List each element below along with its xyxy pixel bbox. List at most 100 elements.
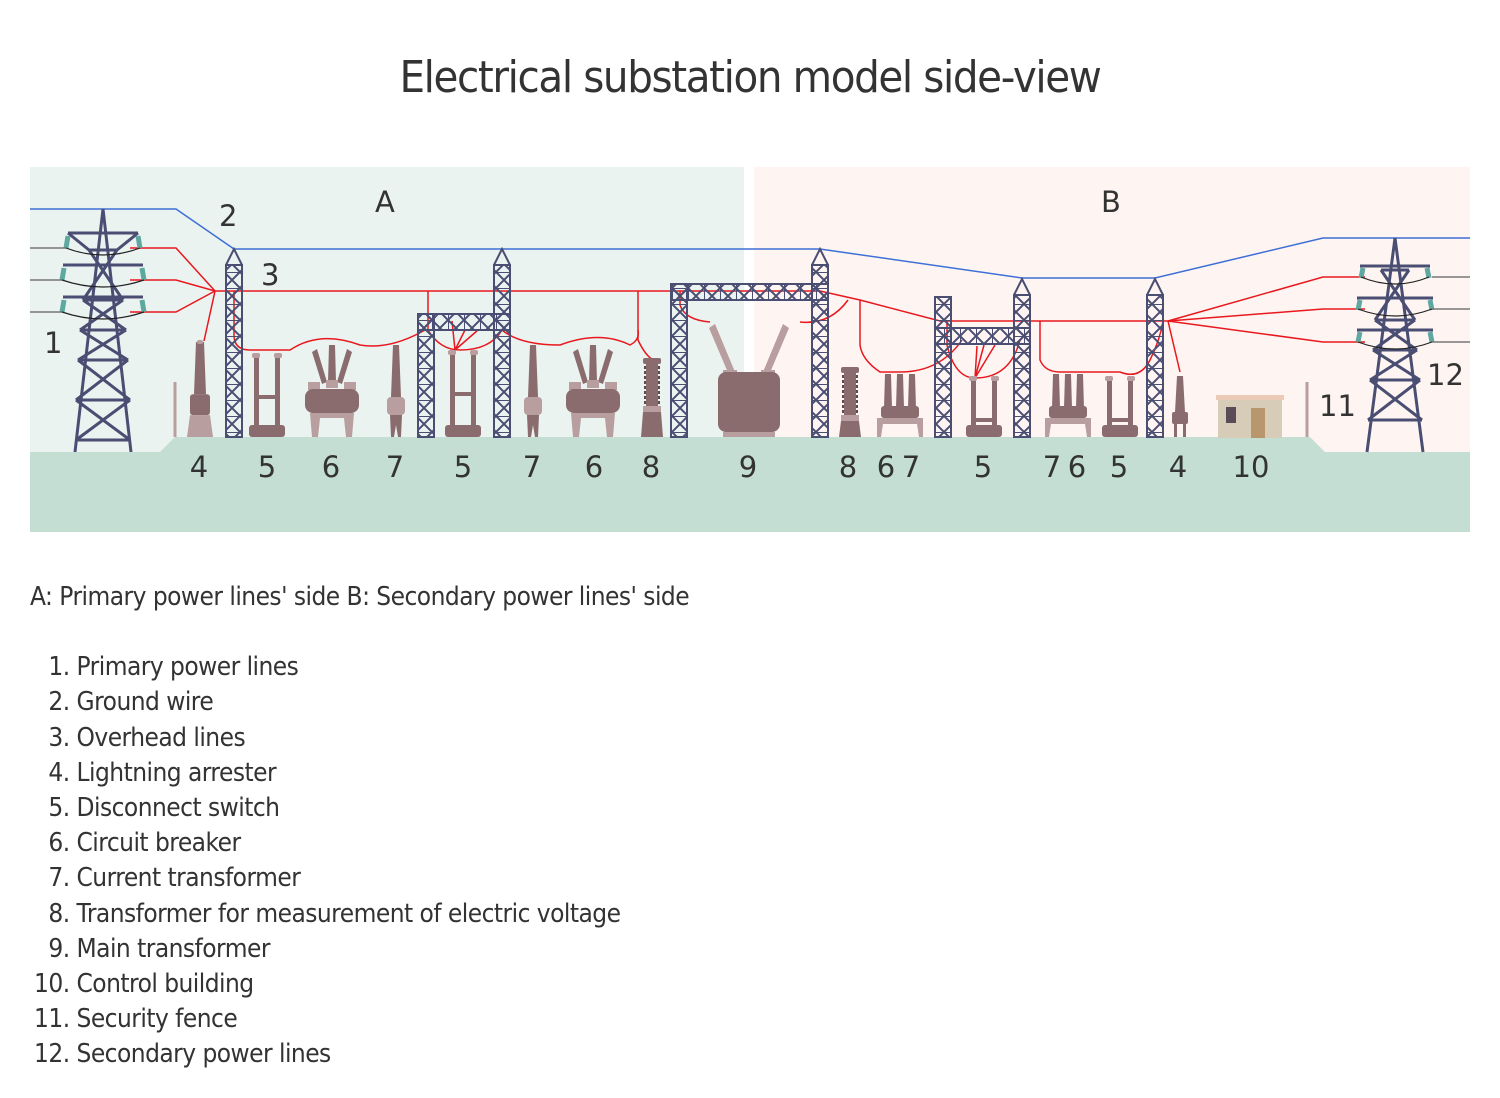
sides-caption: A: Primary power lines' side B: Secondar… — [30, 582, 690, 612]
legend-item: 4. Lightning arrester — [30, 756, 689, 791]
legend-item-number: 10. — [33, 969, 70, 1000]
legend-item-text: Secondary power lines — [76, 1039, 332, 1070]
substation-diagram: A B — [30, 167, 1470, 532]
control-building — [1216, 395, 1284, 438]
substation-equipment — [187, 324, 1188, 437]
legend-item-number: 1. — [48, 652, 70, 683]
voltage-transformer-b — [839, 367, 861, 437]
mast-transformer-left — [670, 283, 688, 438]
legend-item: 11. Security fence — [30, 1002, 689, 1037]
equipment-label: 8 — [642, 450, 660, 484]
mast-gantry-a-left — [417, 313, 435, 438]
equipment-label: 10 — [1233, 450, 1270, 484]
legend: A: Primary power lines' side B: Secondar… — [30, 580, 690, 1073]
primary-transmission-tower — [63, 208, 143, 453]
legend-item-number: 12. — [33, 1039, 70, 1070]
circuit-breaker-b2 — [1045, 374, 1091, 437]
secondary-power-lines — [1357, 276, 1470, 350]
legend-item-text: Control building — [76, 969, 255, 1000]
legend-item-number: 7. — [48, 863, 70, 894]
equipment-label: 8 — [839, 450, 857, 484]
equipment-label: 4 — [190, 450, 208, 484]
mast-primary-entry — [225, 246, 243, 438]
disconnect-switch-b1 — [966, 376, 1002, 437]
window-icon — [1226, 407, 1236, 423]
legend-item-number: 3. — [48, 722, 70, 753]
circuit-breaker-a1 — [305, 345, 359, 437]
equipment-label: 7 — [902, 450, 920, 484]
circuit-breaker-a2 — [566, 345, 620, 437]
legend-item-number: 8. — [48, 898, 70, 929]
voltage-transformer-a — [641, 358, 663, 437]
lightning-arrester-b — [1172, 376, 1188, 437]
legend-item: 1. Primary power lines — [30, 650, 689, 685]
legend-item-number: 6. — [48, 828, 70, 859]
legend-item: 3. Overhead lines — [30, 721, 689, 756]
equipment-label: 6 — [585, 450, 603, 484]
legend-item-number: 9. — [48, 933, 70, 964]
legend-item-text: Circuit breaker — [76, 828, 242, 859]
equipment-label: 6 — [322, 450, 340, 484]
lightning-arrester-a — [187, 340, 213, 437]
legend-item: 8. Transformer for measurement of electr… — [30, 897, 689, 932]
legend-item: 10. Control building — [30, 967, 689, 1002]
zone-a-label: A — [375, 185, 395, 219]
primary-power-lines — [30, 247, 145, 320]
callout-primary-lines: 1 — [44, 326, 62, 360]
legend-item: 7. Current transformer — [30, 861, 689, 896]
legend-item-text: Lightning arrester — [76, 757, 277, 788]
legend-item-text: Main transformer — [76, 933, 271, 964]
secondary-insulators-icon — [1355, 267, 1435, 343]
equipment-label: 7 — [386, 450, 404, 484]
ground-wire — [30, 208, 1470, 279]
disconnect-switch-a1 — [249, 353, 285, 437]
legend-item-number: 5. — [48, 793, 70, 824]
mast-gantry-b-right — [1013, 276, 1031, 438]
zone-b-label: B — [1101, 185, 1121, 219]
equipment-label: 9 — [739, 450, 757, 484]
gantry-beam-transformer — [670, 283, 829, 301]
equipment-label: 5 — [1110, 450, 1128, 484]
legend-item-text: Primary power lines — [76, 652, 299, 683]
legend-item-number: 11. — [33, 1004, 70, 1035]
disconnect-switch-a2 — [445, 350, 481, 437]
legend-item-text: Ground wire — [76, 687, 214, 718]
legend-item-number: 2. — [48, 687, 70, 718]
legend-item: 6. Circuit breaker — [30, 826, 689, 861]
equipment-label: 7 — [523, 450, 541, 484]
legend-item-text: Transformer for measurement of electric … — [76, 898, 622, 929]
legend-item: 12. Secondary power lines — [30, 1037, 689, 1072]
secondary-transmission-tower — [1357, 237, 1433, 453]
door-icon — [1251, 408, 1265, 438]
overhead-lines — [130, 247, 1365, 379]
main-transformer — [709, 324, 789, 437]
current-transformer-a1 — [387, 345, 405, 437]
legend-item-text: Overhead lines — [76, 722, 246, 753]
mast-gantry-b-left — [934, 296, 952, 438]
legend-item: 9. Main transformer — [30, 932, 689, 967]
ground — [30, 437, 1470, 532]
equipment-label: 5 — [454, 450, 472, 484]
legend-item-text: Disconnect switch — [76, 793, 281, 824]
mast-gantry-a-right — [493, 246, 511, 438]
legend-item-text: Security fence — [76, 1004, 238, 1035]
gantry-masts — [225, 246, 1164, 438]
callout-ground-wire: 2 — [219, 199, 237, 233]
callout-secondary-lines: 12 — [1427, 358, 1464, 392]
disconnect-switch-b2 — [1102, 376, 1138, 437]
equipment-label: 7 — [1043, 450, 1061, 484]
equipment-label: 5 — [258, 450, 276, 484]
equipment-label: 6 — [877, 450, 895, 484]
legend-item-text: Current transformer — [76, 863, 301, 894]
circuit-breaker-b1 — [877, 374, 923, 437]
current-transformer-a2 — [524, 345, 542, 437]
legend-item-number: 4. — [48, 757, 70, 788]
equipment-label: 5 — [974, 450, 992, 484]
page-title: Electrical substation model side-view — [399, 52, 1101, 103]
callout-security-fence: 11 — [1319, 389, 1356, 423]
legend-item: 2. Ground wire — [30, 685, 689, 720]
zone-a-background — [30, 167, 744, 467]
legend-item: 5. Disconnect switch — [30, 791, 689, 826]
mast-transformer-right — [811, 246, 829, 438]
